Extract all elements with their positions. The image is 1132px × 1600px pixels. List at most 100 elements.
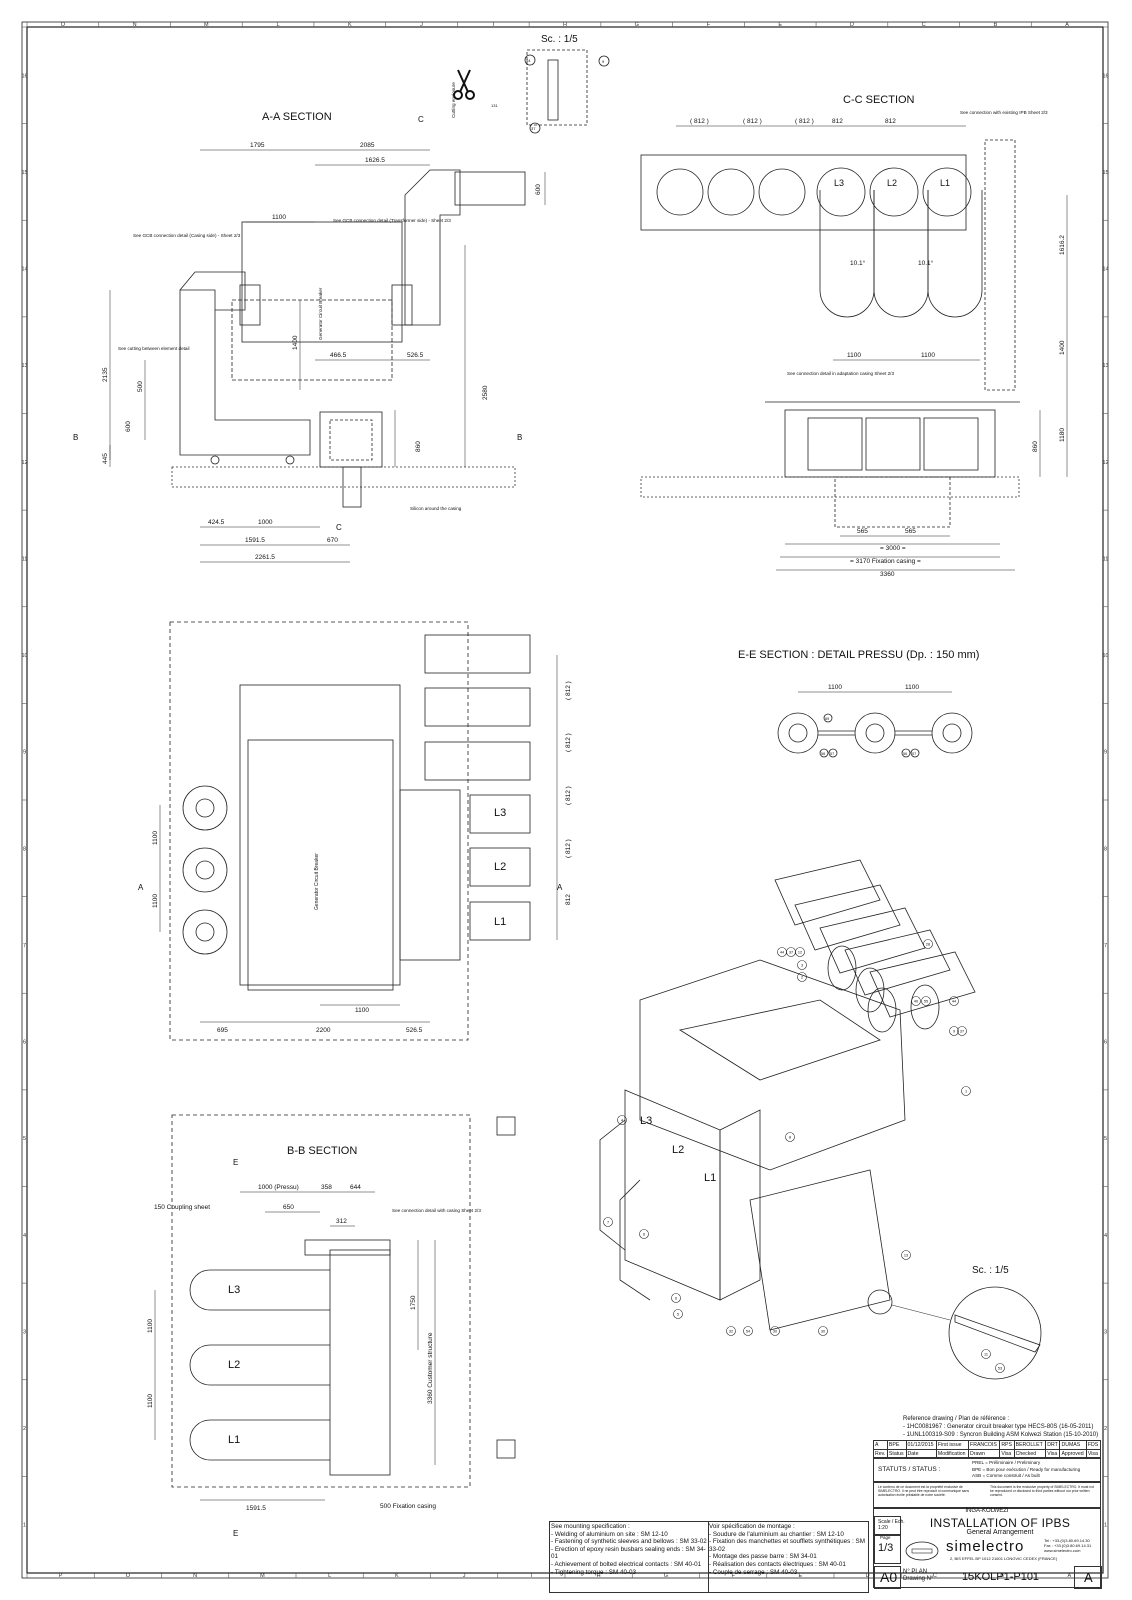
revision-cell: FRANCOIS xyxy=(968,1440,1001,1450)
notes-item: - Couple de serrage : SM 40-03 xyxy=(709,1568,798,1576)
aa-floor xyxy=(171,466,516,488)
iso-balloon-number: 54 xyxy=(746,1329,750,1333)
status-label: STATUTS / STATUS : xyxy=(878,1466,941,1473)
bb-note-casing: See connection detail with casing Sheet … xyxy=(392,1208,481,1213)
plan-phase-labels: L3 L2 L1 xyxy=(494,807,506,928)
bb-section: B-B SECTION L3 L2 L1 xyxy=(147,1114,516,1538)
svg-text:1400: 1400 xyxy=(1059,340,1066,355)
grid-label: 16 xyxy=(1102,73,1108,79)
iso-balloon-number: 4 xyxy=(621,1118,623,1122)
aa-dim-texts: 1795 2085 1626.5 1100 600 1400 466.5 526… xyxy=(102,142,542,561)
iso-balloon-number: 40 xyxy=(914,999,918,1003)
plan-dim-texts: 1100 1100 1100 695 2200 526.5 ( 812 ) ( … xyxy=(152,681,572,1034)
cc-phase-labels: L3 L2 L1 xyxy=(834,178,950,188)
svg-text:L1: L1 xyxy=(494,916,506,928)
plan-dim-lines xyxy=(159,655,558,1023)
iso-balloon-number: 2 xyxy=(801,975,803,979)
svg-text:1750: 1750 xyxy=(410,1295,417,1310)
svg-text:See connection detail in adapt: See connection detail in adaptation casi… xyxy=(787,371,894,376)
iso-balloon xyxy=(785,1132,795,1142)
svg-text:2085: 2085 xyxy=(360,142,375,149)
legal-notice: Le contenu de ce document est la proprié… xyxy=(873,1481,1101,1509)
svg-text:( 812 ): ( 812 ) xyxy=(795,118,814,125)
iso-detail-circle xyxy=(948,1286,1042,1380)
svg-text:56: 56 xyxy=(821,752,825,756)
svg-text:( 812 ): ( 812 ) xyxy=(743,118,762,125)
ee-title: E-E SECTION : DETAIL PRESSU (Dp. : 150 m… xyxy=(738,649,979,661)
svg-text:L3: L3 xyxy=(494,807,506,819)
iso-adaptation xyxy=(749,1169,891,1331)
cc-adaptation-casing xyxy=(784,409,996,478)
svg-text:44: 44 xyxy=(526,58,531,63)
iso-balloon xyxy=(726,1326,736,1336)
iso-balloon-number: 12 xyxy=(798,950,802,954)
iso-balloon xyxy=(818,1326,828,1336)
iso-detail-leader xyxy=(891,1304,951,1321)
cc-support xyxy=(834,476,951,528)
iso-balloon-number: 9 xyxy=(953,1029,955,1033)
iso-balloon xyxy=(949,996,959,1006)
bb-dim-lines xyxy=(154,1191,436,1501)
mounting-notes-fr: Voir spécification de montage : - Soudur… xyxy=(709,1523,865,1576)
grid-label: O xyxy=(61,22,66,28)
svg-text:600: 600 xyxy=(125,421,132,432)
iso-balloon xyxy=(671,1293,681,1303)
svg-text:1795: 1795 xyxy=(250,142,265,149)
plan-breaker-inner xyxy=(247,739,394,991)
svg-text:( 812 ): ( 812 ) xyxy=(690,118,709,125)
grid-label: 11 xyxy=(1103,556,1109,562)
grid-label: L xyxy=(328,1573,331,1579)
svg-text:1100: 1100 xyxy=(905,684,919,691)
cc-wall xyxy=(640,154,967,231)
mounting-notes-box xyxy=(549,1521,869,1593)
grid-label: N xyxy=(133,22,137,28)
grid-label: I xyxy=(493,22,495,28)
iso-balloon xyxy=(797,972,807,982)
svg-text:1100: 1100 xyxy=(152,894,159,908)
grid-label: 10 xyxy=(21,653,27,659)
svg-text:650: 650 xyxy=(283,1204,294,1211)
iso-balloon xyxy=(795,947,805,957)
svg-text:C: C xyxy=(336,523,342,532)
notes-item: - Montage des passe barre : SM 34-01 xyxy=(709,1553,817,1561)
company-address: 2, BIS EFFEL BP 1012 21601 LONGVIC CEDEX… xyxy=(950,1556,1058,1561)
top-detail: Sc. : 1/5 44 9 131 37 xyxy=(491,34,610,134)
grid-label: F xyxy=(707,22,711,28)
grid-label: 5 xyxy=(23,1136,26,1142)
aa-support-leg xyxy=(342,466,362,508)
svg-text:L2: L2 xyxy=(887,178,897,188)
title-block: INGA-KOLWEZI Scale / Ech.1:20 Page 1/3 I… xyxy=(873,1507,1102,1589)
reference-line: - 1HC0081967 : Generator circuit breaker… xyxy=(903,1424,1094,1430)
grid-label: K xyxy=(395,1573,399,1579)
svg-text:B: B xyxy=(73,433,78,442)
notes-item: - Soudure de l'aluminium au chantier : S… xyxy=(709,1530,844,1538)
svg-text:600: 600 xyxy=(535,184,542,195)
svg-text:E: E xyxy=(233,1158,238,1167)
svg-text:( 812 ): ( 812 ) xyxy=(565,681,572,700)
svg-text:358: 358 xyxy=(321,1184,332,1191)
grid-label: 6 xyxy=(23,1040,26,1046)
scale-label: Scale / Ech.1:20 xyxy=(878,1519,905,1531)
grid-label: 14 xyxy=(21,267,27,273)
iso-balloon-number: 13 xyxy=(904,1253,908,1257)
cc-right-wall xyxy=(984,139,1016,391)
svg-text:1100: 1100 xyxy=(147,1394,154,1408)
revision-cell: FDS xyxy=(1085,1440,1102,1450)
svg-text:1100: 1100 xyxy=(921,352,935,359)
revision-cell: A xyxy=(873,1440,888,1450)
grid-label: 1 xyxy=(23,1523,26,1529)
svg-text:526.5: 526.5 xyxy=(406,1027,423,1034)
iso-balloon xyxy=(617,1115,627,1125)
grid-label: M xyxy=(260,1573,265,1579)
iso-flanges xyxy=(827,945,940,1033)
grid-label: 9 xyxy=(23,750,26,756)
svg-text:565: 565 xyxy=(857,528,868,535)
grid-label: 3 xyxy=(23,1329,26,1335)
svg-text:1591.5: 1591.5 xyxy=(246,1505,266,1512)
iso-balloon xyxy=(957,1026,967,1036)
grid-label: L xyxy=(277,22,280,28)
bb-column-bottom xyxy=(496,1439,516,1459)
